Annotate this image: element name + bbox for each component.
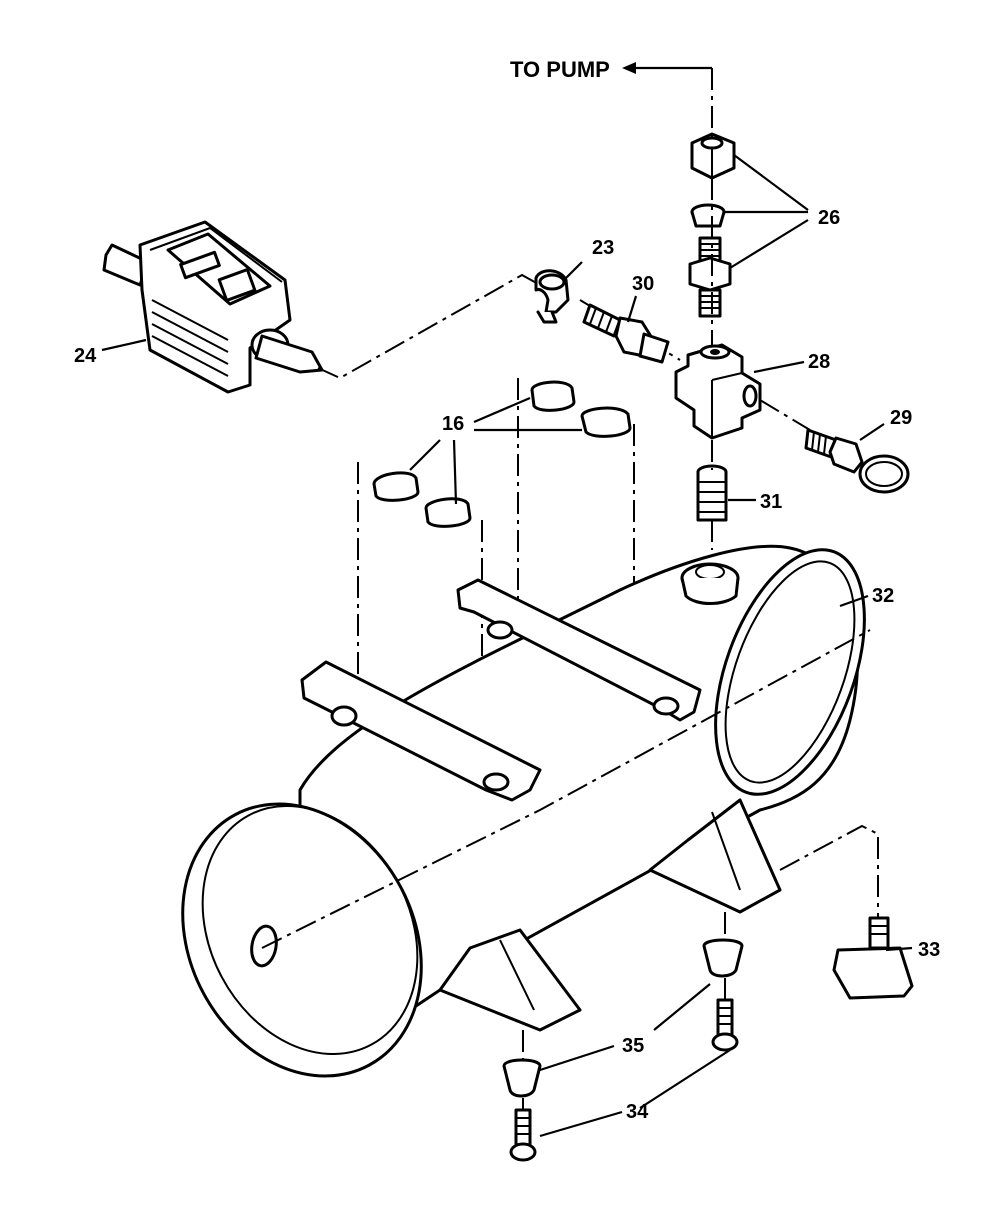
saddle-brackets [300, 578, 702, 802]
to-pump-arrow [622, 62, 713, 135]
compression-sleeve [690, 203, 726, 228]
nipple [688, 236, 732, 318]
callout-32: 32 [872, 585, 894, 607]
check-spring [696, 464, 728, 522]
fitting-nut [690, 132, 736, 180]
callout-24: 24 [74, 345, 97, 367]
callout-28: 28 [808, 351, 830, 373]
foot-screws [509, 998, 739, 1162]
air-tank [181, 544, 871, 1078]
callout-23: 23 [592, 237, 614, 259]
check-valve [582, 303, 670, 364]
to-pump-label: TO PUMP [510, 57, 610, 82]
callout-34: 34 [626, 1101, 649, 1123]
callout-labels: 16 23 24 26 28 29 30 31 32 33 34 35 [74, 207, 940, 1123]
cross-fitting [674, 343, 762, 440]
rubber-pads [372, 380, 632, 528]
callout-35: 35 [622, 1035, 644, 1057]
callout-31: 31 [760, 491, 782, 513]
callout-16: 16 [442, 413, 464, 435]
pressure-switch [102, 220, 324, 394]
clamp [534, 269, 570, 324]
tank-legs [438, 798, 782, 1032]
callout-30: 30 [632, 273, 654, 295]
safety-valve [804, 428, 910, 494]
pad-guide-lines [357, 378, 635, 760]
leader-lines [101, 154, 913, 1138]
rubber-feet [502, 938, 744, 1098]
callout-33: 33 [918, 939, 940, 961]
drain-valve [832, 916, 914, 1000]
callout-26: 26 [818, 207, 840, 229]
callout-29: 29 [890, 407, 912, 429]
